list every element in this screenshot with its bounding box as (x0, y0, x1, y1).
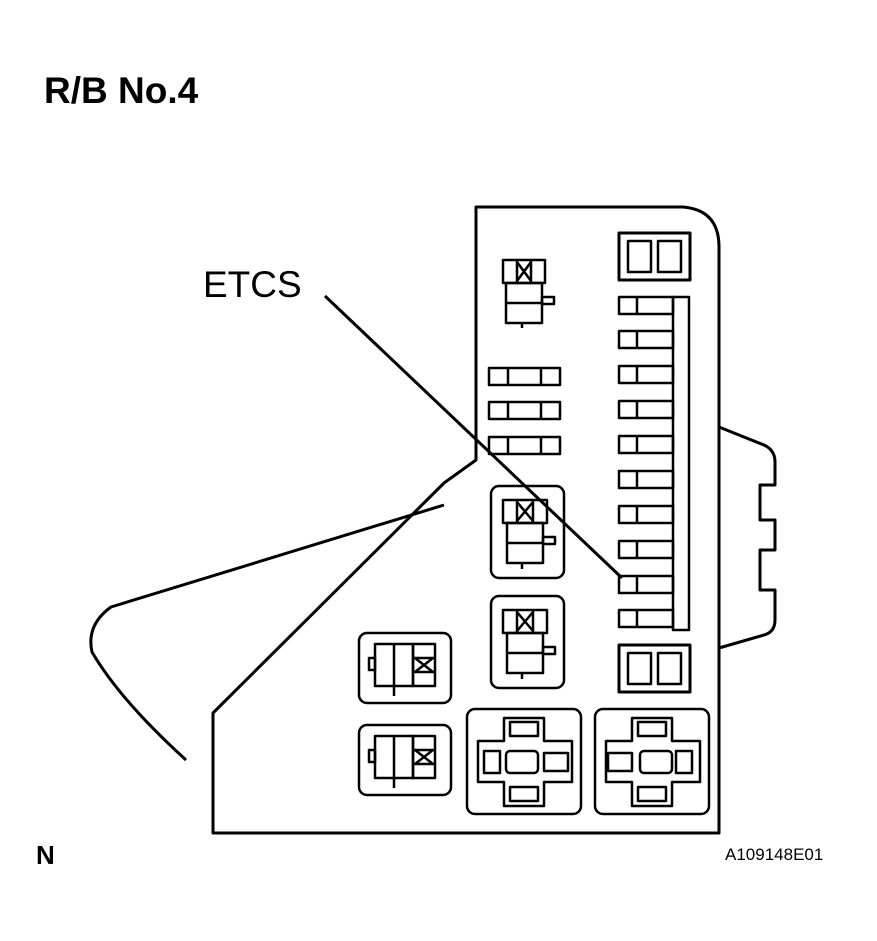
horizontal-fuse-3 (487, 435, 562, 456)
fuse-slot-1 (617, 295, 675, 316)
fuse-slot-7 (617, 504, 675, 525)
cross-socket-right (593, 707, 711, 816)
figure-id: A109148E01 (725, 845, 824, 864)
fuse-slot-9-etcs (617, 574, 675, 595)
fuse-slot-10 (617, 608, 675, 629)
bottom-double-socket (617, 643, 692, 694)
fuse-slot-6 (617, 469, 675, 490)
horizontal-relay-1 (357, 631, 453, 705)
relay-block-housing (211, 205, 721, 835)
mounting-bracket (89, 503, 445, 762)
corner-letter: N (36, 840, 55, 870)
horizontal-relay-2 (357, 723, 453, 797)
top-double-socket (617, 231, 692, 282)
fuse-slot-2 (617, 329, 675, 350)
fuse-slot-8 (617, 539, 675, 560)
horizontal-fuse-1 (487, 366, 562, 387)
framed-relay-1 (489, 484, 566, 580)
horizontal-fuse-2 (487, 400, 562, 421)
fuse-rail (617, 295, 691, 632)
etcs-callout-label: ETCS (203, 264, 302, 305)
fuse-slot-5 (617, 434, 675, 455)
top-relay (501, 258, 556, 328)
etcs-leader-line (323, 294, 624, 580)
framed-relay-2 (489, 594, 566, 690)
side-tab (718, 425, 777, 650)
fuse-slot-4 (617, 399, 675, 420)
fuse-slot-3 (617, 364, 675, 385)
cross-socket-left (465, 707, 583, 816)
diagram-title: R/B No.4 (44, 70, 199, 111)
